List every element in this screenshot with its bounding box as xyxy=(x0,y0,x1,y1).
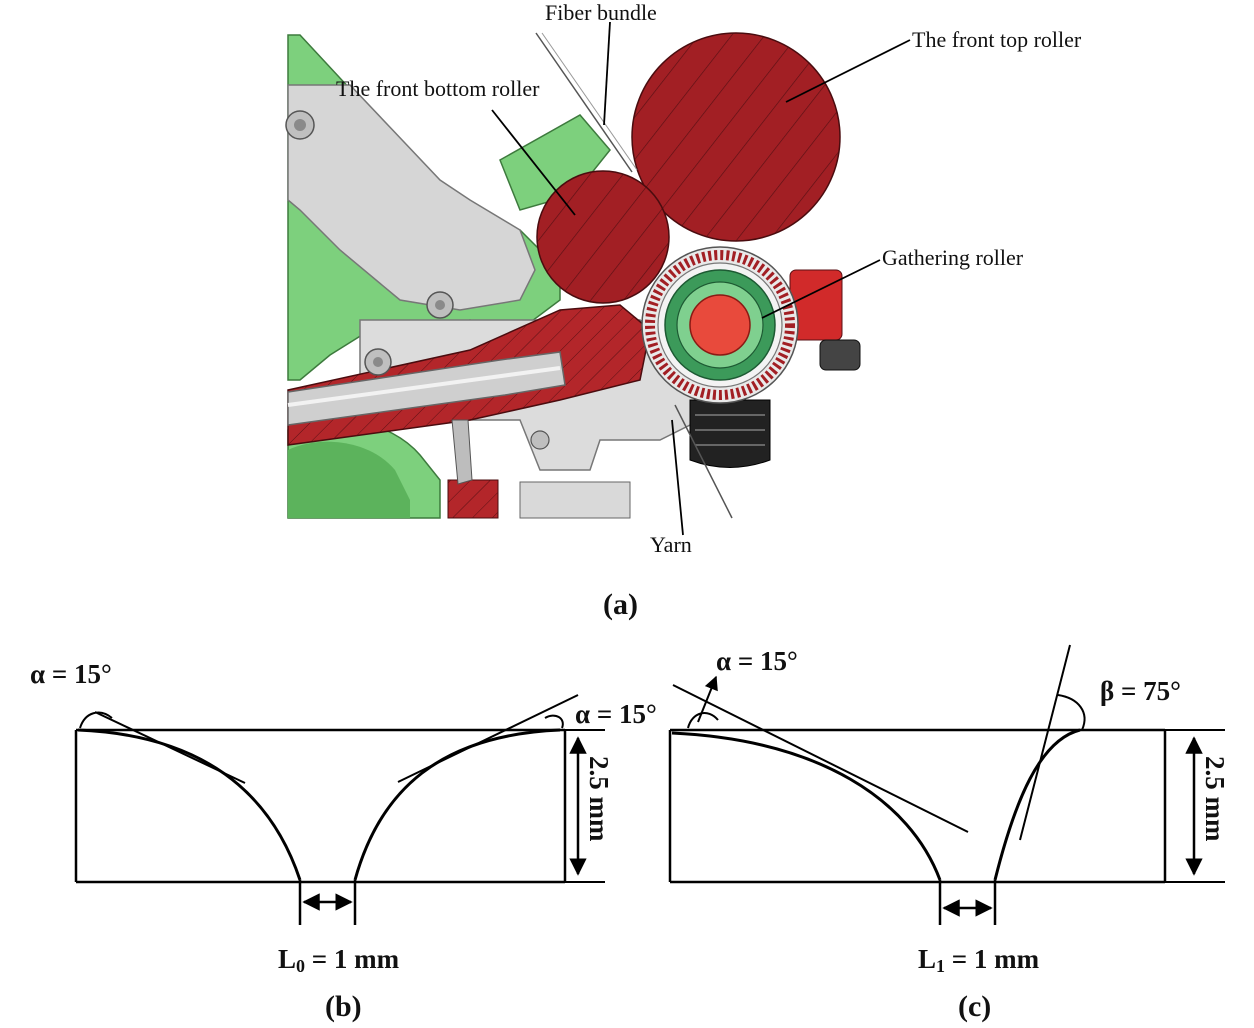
fiber-bundle-line xyxy=(535,32,633,173)
label-yarn: Yarn xyxy=(650,532,692,557)
label-front-top-roller: The front top roller xyxy=(912,27,1082,52)
left-curve xyxy=(77,728,302,881)
label-beta-c: β = 75° xyxy=(1100,676,1181,706)
label-gap-c: L1 = 1 mm xyxy=(918,944,1040,976)
lower-lever xyxy=(451,419,473,485)
yarn-line xyxy=(674,404,733,519)
right-curve xyxy=(353,728,561,881)
label-alpha-right-b: α = 15° xyxy=(575,699,657,729)
lower-red-part xyxy=(447,479,499,519)
label-fiber-bundle: Fiber bundle xyxy=(545,0,657,25)
right-curve-c xyxy=(993,728,1081,881)
right-tangent-c xyxy=(1019,644,1071,841)
label-gap-b: L0 = 1 mm xyxy=(278,944,400,976)
left-curve-c xyxy=(671,731,942,881)
panel-c-diagram: α = 15° β = 75° 2.5 mm L1 = 1 mm (c) xyxy=(668,644,1230,1023)
left-tangent xyxy=(94,711,246,784)
label-height-b: 2.5 mm xyxy=(584,756,614,842)
frame-grey-arm xyxy=(287,84,536,311)
label-height-c: 2.5 mm xyxy=(1200,756,1230,842)
label-gathering-roller: Gathering roller xyxy=(882,245,1024,270)
front-top-roller xyxy=(631,32,841,242)
right-tangent xyxy=(397,694,579,783)
label-front-bottom-roller: The front bottom roller xyxy=(336,76,540,101)
frame-green-inner xyxy=(288,441,410,518)
left-tangent-c xyxy=(672,684,969,833)
label-alpha-left-b: α = 15° xyxy=(30,659,112,689)
alpha-arrow-c xyxy=(697,675,718,723)
label-alpha-c: α = 15° xyxy=(716,646,798,676)
caption-c: (c) xyxy=(958,990,991,1023)
bolt-icons xyxy=(285,110,550,450)
caption-b: (b) xyxy=(325,990,362,1023)
panel-b-diagram: α = 15° α = 15° 2.5 mm L0 = 1 mm (b) xyxy=(30,659,657,1023)
suction-rod xyxy=(287,351,566,426)
lower-grey-part xyxy=(519,481,631,519)
front-bottom-roller xyxy=(536,170,670,304)
gathering-roller xyxy=(641,246,861,468)
caption-a: (a) xyxy=(603,588,638,621)
panel-a-machine-drawing: Fiber bundle The front top roller The fr… xyxy=(285,0,1082,621)
